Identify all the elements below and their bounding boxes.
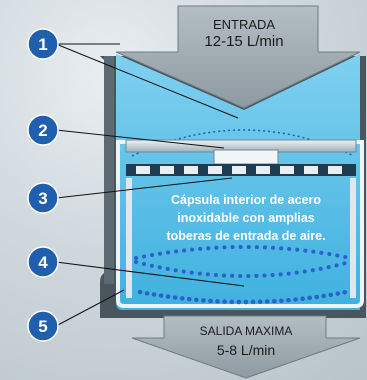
leader-lines	[55, 43, 245, 327]
capsule-post-right	[350, 178, 356, 298]
callout-1-number: 1	[38, 35, 47, 54]
capsule-text-line-2: inoxidable con amplias	[177, 211, 315, 225]
capsule-center-plug	[213, 149, 279, 165]
inlet-arrow	[115, 5, 361, 109]
housing-wall-left	[104, 56, 114, 284]
outlet-flow: 5-8 L/min	[217, 342, 275, 358]
callout-5-number: 5	[38, 317, 47, 336]
capsule-shell	[116, 140, 364, 308]
water-chamber	[116, 54, 360, 310]
callout-4-number: 4	[38, 253, 48, 272]
callout-2-number: 2	[38, 121, 47, 140]
callout-3-number: 3	[38, 189, 47, 208]
callout-4: 4	[27, 246, 59, 278]
outlet-arrow	[131, 315, 361, 379]
callout-2: 2	[27, 114, 59, 146]
bubble-arc-3	[137, 289, 349, 305]
callout-3: 3	[27, 182, 59, 214]
capsule-text-line-1: Cápsula interior de acero	[171, 193, 321, 207]
capsule-slots	[136, 166, 342, 174]
callout-1: 1	[27, 28, 59, 60]
outlet-title: SALIDA MAXIMA	[200, 324, 293, 338]
callout-5: 5	[27, 310, 59, 342]
inlet-flow: 12-15 L/min	[204, 33, 283, 50]
capsule-text-line-3: toberas de entrada de aire.	[166, 229, 325, 243]
capsule-post-left	[126, 178, 132, 298]
inlet-title: ENTRADA	[213, 17, 275, 32]
